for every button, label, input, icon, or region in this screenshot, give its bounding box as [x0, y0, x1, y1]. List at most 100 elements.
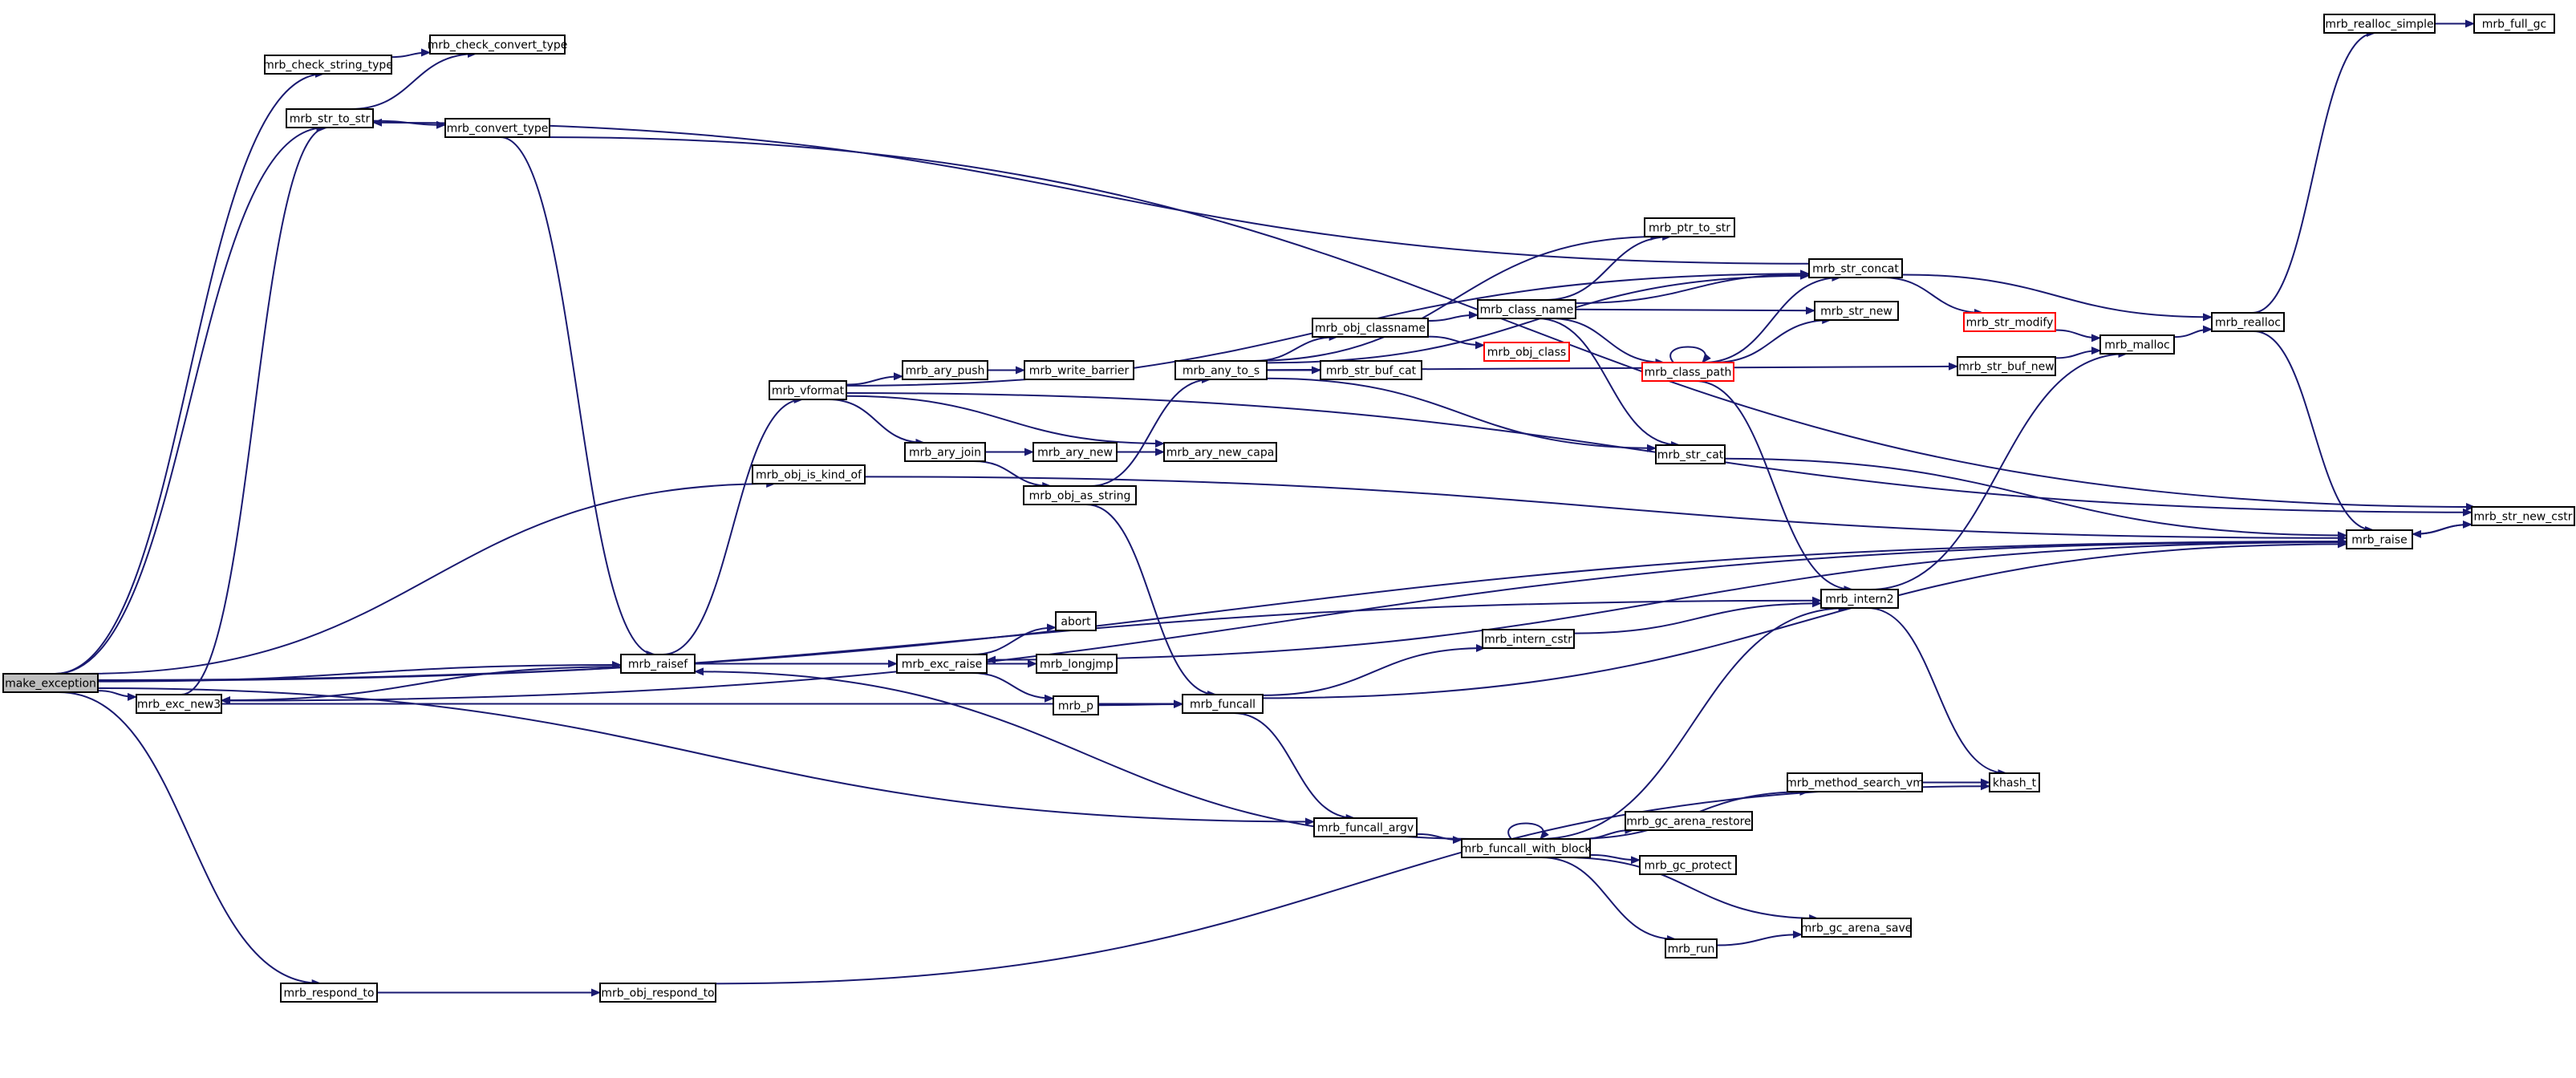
- edge-mrb-class-path-to-mrb-str-concat: [1702, 274, 1842, 363]
- node-mrb-str-buf-cat[interactable]: mrb_str_buf_cat: [1320, 360, 1422, 380]
- node-mrb-obj-respond-to[interactable]: mrb_obj_respond_to: [599, 983, 716, 1003]
- node-mrb-full-gc[interactable]: mrb_full_gc: [2473, 14, 2555, 34]
- node-box: [136, 694, 222, 714]
- edge-mrb-class-name-to-mrb-str-cat: [1536, 318, 1681, 449]
- node-mrb-str-to-str[interactable]: mrb_str_to_str: [286, 108, 374, 128]
- node-mrb-vformat[interactable]: mrb_vformat: [769, 380, 847, 400]
- node-label: mrb_str_new: [1820, 306, 1892, 318]
- node-mrb-class-name[interactable]: mrb_class_name: [1477, 299, 1576, 319]
- node-label: mrb_str_new_cstr: [2474, 511, 2573, 524]
- node-mrb-gc-protect[interactable]: mrb_gc_protect: [1639, 855, 1737, 875]
- node-mrb-obj-is-kind-of[interactable]: mrb_obj_is_kind_of: [752, 464, 866, 484]
- node-mrb-intern2[interactable]: mrb_intern2: [1820, 589, 1899, 609]
- node-box: [620, 654, 696, 674]
- edge-make-exception-to-mrb-funcall-argv: [97, 687, 1315, 826]
- node-make-exception[interactable]: make_exception: [2, 673, 99, 693]
- node-mrb-class-path[interactable]: mrb_class_path: [1641, 362, 1734, 382]
- node-mrb-str-new[interactable]: mrb_str_new: [1814, 301, 1899, 321]
- node-mrb-ary-join[interactable]: mrb_ary_join: [904, 442, 986, 462]
- node-label: mrb_class_name: [1480, 304, 1574, 317]
- node-mrb-funcall[interactable]: mrb_funcall: [1182, 694, 1264, 714]
- edge-mrb-funcall-to-mrb-raise: [1262, 540, 2347, 699]
- node-mrb-raisef[interactable]: mrb_raisef: [620, 654, 696, 674]
- node-mrb-exc-raise[interactable]: mrb_exc_raise: [896, 654, 988, 674]
- node-box: [1641, 362, 1734, 382]
- node-box: [1024, 360, 1134, 380]
- node-mrb-run[interactable]: mrb_run: [1665, 938, 1718, 958]
- node-label: mrb_ary_new_capa: [1166, 447, 1275, 460]
- node-mrb-respond-to[interactable]: mrb_respond_to: [280, 983, 378, 1003]
- node-mrb-funcall-argv[interactable]: mrb_funcall_argv: [1313, 817, 1418, 837]
- node-label: mrb_vformat: [772, 385, 845, 398]
- edge-mrb-vformat-to-mrb-ary-push: [846, 372, 903, 386]
- node-label: mrb_check_string_type: [263, 59, 393, 72]
- node-label: khash_t: [1993, 777, 2037, 790]
- node-mrb-str-new-cstr[interactable]: mrb_str_new_cstr: [2471, 506, 2575, 526]
- node-mrb-convert-type[interactable]: mrb_convert_type: [444, 118, 550, 138]
- node-label: make_exception: [5, 678, 96, 691]
- node-mrb-str-modify[interactable]: mrb_str_modify: [1963, 312, 2056, 332]
- node-label: mrb_obj_classname: [1315, 322, 1426, 335]
- node-label: mrb_funcall_argv: [1317, 822, 1414, 835]
- node-label: mrb_exc_new3: [137, 699, 221, 711]
- edge-mrb-any-to-s-to-mrb-ptr-to-str: [1251, 233, 1661, 362]
- edge-mrb-str-modify-to-mrb-malloc: [2055, 329, 2101, 342]
- node-mrb-check-string-type[interactable]: mrb_check_string_type: [263, 55, 393, 75]
- node-mrb-ary-new[interactable]: mrb_ary_new: [1032, 442, 1118, 462]
- node-mrb-str-cat[interactable]: mrb_str_cat: [1655, 444, 1726, 464]
- node-mrb-obj-as-string[interactable]: mrb_obj_as_string: [1023, 485, 1137, 505]
- node-label: abort: [1061, 616, 1091, 629]
- node-label: mrb_str_to_str: [290, 113, 371, 126]
- node-label: mrb_funcall_with_block: [1461, 843, 1592, 856]
- node-mrb-gc-arena-save[interactable]: mrb_gc_arena_save: [1801, 918, 1913, 938]
- node-label: mrb_exc_raise: [902, 659, 983, 671]
- node-label: mrb_str_concat: [1812, 263, 1899, 276]
- node-label: mrb_check_convert_type: [428, 39, 568, 52]
- node-mrb-exc-new3[interactable]: mrb_exc_new3: [136, 694, 222, 714]
- edge-mrb-obj-as-string-to-mrb-funcall: [1085, 504, 1218, 699]
- node-label: mrb_run: [1668, 943, 1715, 956]
- node-box: [2099, 334, 2175, 355]
- node-mrb-realloc[interactable]: mrb_realloc: [2211, 312, 2285, 332]
- edge-mrb-class-path-to-mrb-str-new: [1713, 316, 1832, 363]
- node-mrb-method-search-vm[interactable]: mrb_method_search_vm: [1786, 772, 1924, 792]
- edge-mrb-vformat-to-mrb-ary-join: [828, 399, 926, 447]
- edge-mrb-funcall-argv-to-mrb-funcall-with-block: [1416, 833, 1462, 845]
- node-mrb-malloc[interactable]: mrb_malloc: [2099, 334, 2175, 355]
- edge-mrb-realloc-to-mrb-realloc-simple: [2252, 29, 2376, 314]
- node-label: mrb_obj_as_string: [1029, 490, 1131, 503]
- node-mrb-intern-cstr[interactable]: mrb_intern_cstr: [1482, 629, 1575, 649]
- node-box: [1032, 442, 1118, 462]
- node-label: mrb_convert_type: [447, 123, 549, 136]
- node-label: mrb_write_barrier: [1029, 365, 1130, 378]
- edge-mrb-funcall-with-block-to-mrb-intern2: [1538, 604, 1848, 840]
- node-mrb-ary-push[interactable]: mrb_ary_push: [902, 360, 988, 380]
- node-mrb-realloc-simple[interactable]: mrb_realloc_simple: [2323, 14, 2436, 34]
- node-mrb-longjmp[interactable]: mrb_longjmp: [1036, 654, 1118, 674]
- node-mrb-obj-classname[interactable]: mrb_obj_classname: [1312, 318, 1429, 338]
- edge-mrb-intern2-to-mrb-malloc: [1869, 350, 2128, 590]
- node-mrb-ptr-to-str[interactable]: mrb_ptr_to_str: [1644, 217, 1735, 237]
- node-mrb-funcall-with-block[interactable]: mrb_funcall_with_block: [1461, 838, 1592, 858]
- node-mrb-str-concat[interactable]: mrb_str_concat: [1808, 258, 1903, 278]
- node-khash-t[interactable]: khash_t: [1989, 772, 2040, 792]
- node-mrb-raise[interactable]: mrb_raise: [2346, 529, 2413, 549]
- edge-make-exception-to-mrb-obj-is-kind-of: [83, 480, 777, 675]
- node-label: mrb_any_to_s: [1183, 365, 1260, 378]
- node-label: mrb_obj_is_kind_of: [756, 469, 862, 482]
- node-mrb-gc-arena-restore[interactable]: mrb_gc_arena_restore: [1625, 811, 1753, 831]
- edge-mrb-any-to-s-to-mrb-str-cat: [1266, 377, 1657, 452]
- node-mrb-write-barrier[interactable]: mrb_write_barrier: [1024, 360, 1134, 380]
- node-mrb-ary-new-capa[interactable]: mrb_ary_new_capa: [1163, 442, 1277, 462]
- node-mrb-p[interactable]: mrb_p: [1053, 695, 1099, 715]
- edge-mrb-malloc-to-mrb-realloc: [2173, 325, 2213, 338]
- node-abort[interactable]: abort: [1055, 611, 1097, 631]
- node-label: mrb_ptr_to_str: [1649, 222, 1730, 235]
- node-mrb-any-to-s[interactable]: mrb_any_to_s: [1174, 360, 1268, 380]
- node-box: [1483, 342, 1570, 362]
- node-mrb-check-convert-type[interactable]: mrb_check_convert_type: [428, 34, 568, 55]
- node-mrb-obj-class[interactable]: mrb_obj_class: [1483, 342, 1570, 362]
- node-mrb-str-buf-new[interactable]: mrb_str_buf_new: [1957, 356, 2056, 376]
- edge-mrb-any-to-s-to-mrb-obj-classname: [1253, 333, 1339, 362]
- edge-mrb-check-string-type-to-mrb-check-convert-type: [391, 48, 431, 59]
